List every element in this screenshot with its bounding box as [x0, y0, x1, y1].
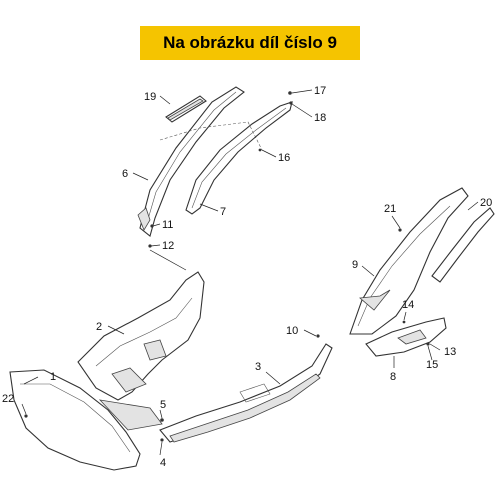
- label-12: 12: [162, 240, 174, 252]
- part-9-side-panel[interactable]: [349, 187, 469, 335]
- leader-lines: [21, 89, 479, 456]
- label-3: 3: [255, 361, 261, 373]
- banner-text: Na obrázku díl číslo 9: [163, 33, 337, 52]
- label-13: 13: [444, 346, 456, 358]
- label-20: 20: [480, 197, 492, 209]
- label-10: 10: [286, 325, 298, 337]
- label-19: 19: [144, 91, 156, 103]
- label-21: 21: [384, 203, 396, 215]
- label-5: 5: [160, 399, 166, 411]
- label-6: 6: [122, 168, 128, 180]
- part-7-inner-shield-panel[interactable]: [159, 101, 293, 215]
- label-15: 15: [426, 359, 438, 371]
- highlight-banner: Na obrázku díl číslo 9: [140, 26, 360, 60]
- label-22: 22: [2, 393, 14, 405]
- label-11: 11: [162, 219, 173, 231]
- label-18: 18: [314, 112, 326, 124]
- part-8-step-bracket[interactable]: [365, 317, 447, 357]
- part-19-trim-strip[interactable]: [165, 95, 207, 123]
- label-17: 17: [314, 85, 326, 97]
- label-9: 9: [352, 259, 358, 271]
- label-2: 2: [96, 321, 102, 333]
- label-8: 8: [390, 371, 396, 383]
- label-14: 14: [402, 299, 414, 311]
- part-20-side-trim[interactable]: [431, 207, 495, 283]
- part-6-front-shield-left[interactable]: [137, 86, 245, 237]
- part-labels: 19 17 18 16 6 7 11 12 2 1 22 5 4 3 10 21…: [2, 85, 492, 469]
- part-3-lower-side-strip[interactable]: [159, 343, 333, 443]
- label-16: 16: [278, 152, 290, 164]
- label-7: 7: [220, 206, 226, 218]
- part-2-floor-tunnel[interactable]: [77, 271, 205, 401]
- fastener-screws: [24, 91, 430, 442]
- label-4: 4: [160, 457, 166, 469]
- part-1-front-lower-panel[interactable]: [9, 369, 163, 471]
- label-1: 1: [50, 371, 56, 383]
